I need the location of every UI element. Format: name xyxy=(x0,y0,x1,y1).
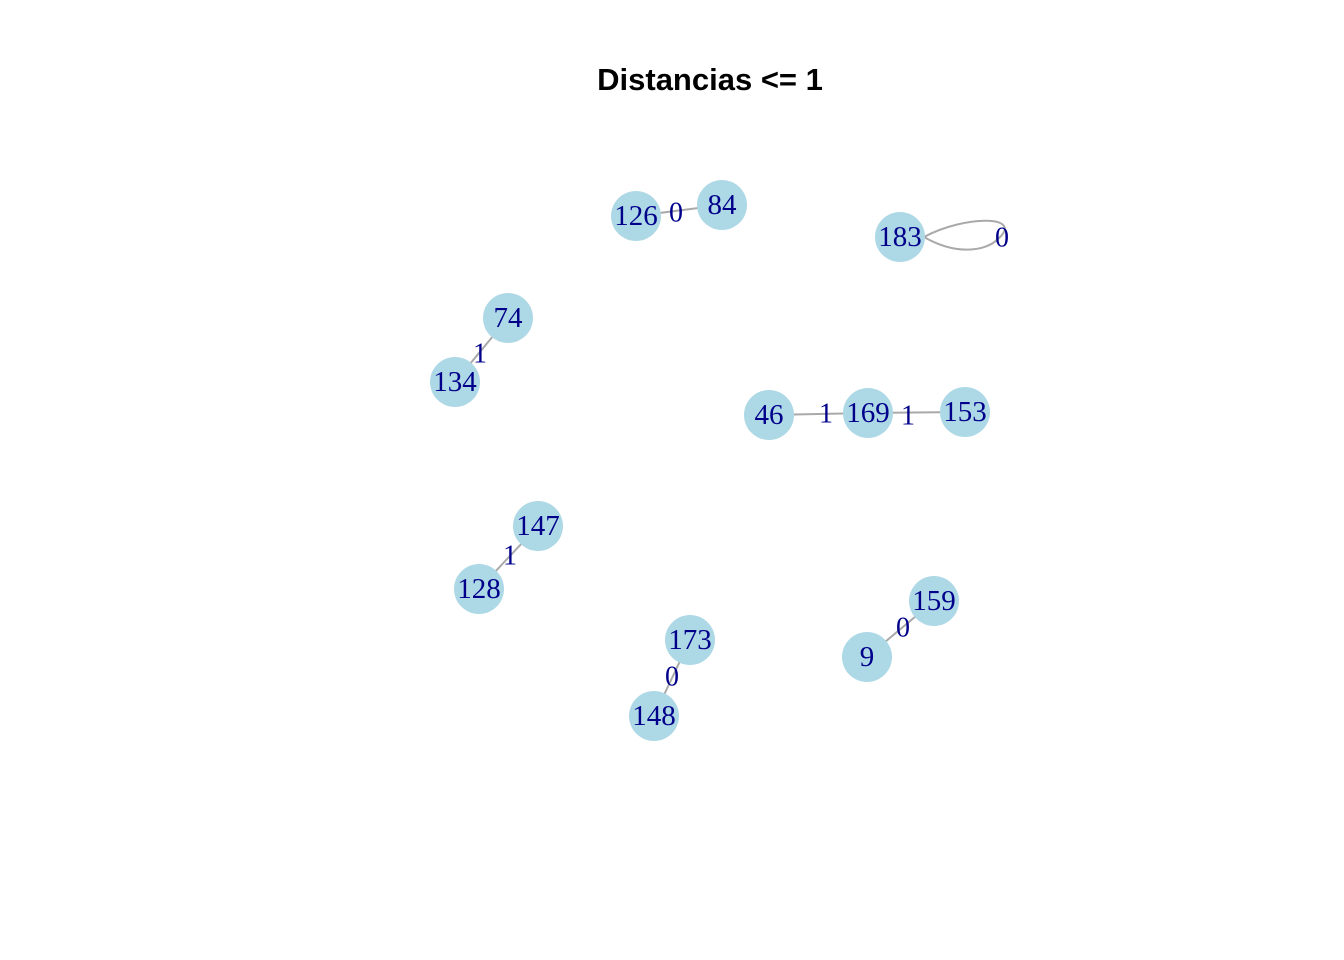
node-circle xyxy=(697,180,747,230)
node-circle xyxy=(430,357,480,407)
node-46: 46 xyxy=(744,390,794,440)
edge-label-74-134: 1 xyxy=(473,339,487,370)
edge-label-147-128: 1 xyxy=(503,541,517,572)
edge-label-159-9: 0 xyxy=(896,613,910,644)
node-label: 159 xyxy=(912,585,956,617)
node-circle xyxy=(744,390,794,440)
nodes-layer: 126 84 183 74 134 46 169 153 147 128 159 9 173 148 xyxy=(430,180,990,741)
node-circle xyxy=(454,564,504,614)
node-label: 148 xyxy=(632,700,676,732)
node-label: 147 xyxy=(516,510,560,542)
edge-label-46-169: 1 xyxy=(819,399,833,430)
node-153: 153 xyxy=(940,387,990,437)
node-label: 46 xyxy=(755,399,784,431)
node-label: 126 xyxy=(614,200,658,232)
node-label: 153 xyxy=(943,396,987,428)
node-134: 134 xyxy=(430,357,480,407)
graph-title: Distancias <= 1 xyxy=(597,62,823,97)
node-label: 84 xyxy=(708,189,738,221)
edge-label-169-153: 1 xyxy=(901,401,915,432)
node-circle xyxy=(629,691,679,741)
node-label: 173 xyxy=(668,624,712,656)
node-label: 183 xyxy=(878,221,922,253)
node-circle xyxy=(842,632,892,682)
node-148: 148 xyxy=(629,691,679,741)
node-label: 9 xyxy=(860,641,875,673)
node-147: 147 xyxy=(513,501,563,551)
node-183: 183 xyxy=(875,212,925,262)
node-label: 74 xyxy=(494,302,524,334)
node-9: 9 xyxy=(842,632,892,682)
node-circle xyxy=(843,388,893,438)
node-circle xyxy=(665,615,715,665)
node-circle xyxy=(940,387,990,437)
edge-labels-layer: 0 0 1 1 1 1 0 0 xyxy=(473,198,1009,693)
edge-183-183 xyxy=(923,219,1006,251)
node-74: 74 xyxy=(483,293,533,343)
edge-label-173-148: 0 xyxy=(665,662,679,693)
node-circle xyxy=(909,576,959,626)
node-circle xyxy=(875,212,925,262)
node-169: 169 xyxy=(843,388,893,438)
edges-layer xyxy=(454,204,1006,717)
node-84: 84 xyxy=(697,180,747,230)
node-128: 128 xyxy=(454,564,504,614)
node-circle xyxy=(513,501,563,551)
node-circle xyxy=(483,293,533,343)
node-159: 159 xyxy=(909,576,959,626)
node-173: 173 xyxy=(665,615,715,665)
edge-label-183-183: 0 xyxy=(995,223,1009,254)
node-label: 169 xyxy=(846,397,890,429)
edge-label-126-84: 0 xyxy=(669,198,683,229)
node-label: 128 xyxy=(457,573,501,605)
node-126: 126 xyxy=(611,191,661,241)
node-circle xyxy=(611,191,661,241)
node-label: 134 xyxy=(433,366,477,398)
